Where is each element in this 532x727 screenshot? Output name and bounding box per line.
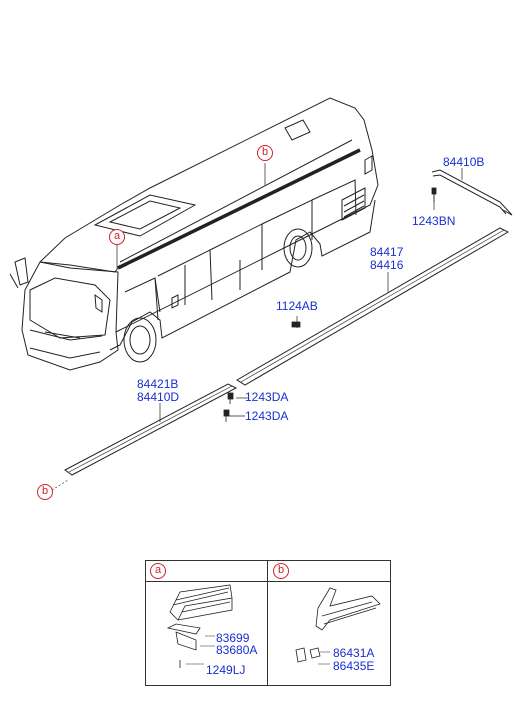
detail-a-drawing <box>166 584 233 668</box>
part-number-84421B: 84421B <box>137 377 179 391</box>
part-number-1243DA-upper: 1243DA <box>245 390 289 404</box>
detail-table-header <box>146 561 390 582</box>
callout-b-lower: b <box>37 484 53 500</box>
detail-table-divider <box>267 561 268 685</box>
part-number-83699: 83699 <box>216 631 250 645</box>
part-number-84410D: 84410D <box>137 390 180 404</box>
detail-b-drawing <box>295 587 381 665</box>
detail-callout-a: a <box>150 563 166 579</box>
molding-84416-84417 <box>236 227 510 386</box>
part-number-86431A: 86431A <box>333 646 375 660</box>
part-number-1124AB: 1124AB <box>276 299 318 313</box>
bolt-1243DA-lower <box>223 409 230 417</box>
part-number-1249LJ: 1249LJ <box>206 663 246 677</box>
molding-84421B-84410D <box>64 383 238 476</box>
part-number-83680A: 83680A <box>216 643 258 657</box>
clip-1124AB <box>291 321 301 328</box>
part-number-84416: 84416 <box>370 258 404 272</box>
part-number-84410B: 84410B <box>443 155 485 169</box>
detail-callout-b: b <box>273 563 289 579</box>
part-number-86435E: 86435E <box>333 659 375 673</box>
bolt-1243BN <box>431 187 437 195</box>
bus-illustration <box>9 97 379 371</box>
part-number-1243BN: 1243BN <box>412 214 456 228</box>
bolt-1243DA-upper <box>227 392 234 400</box>
molding-84410B <box>431 169 513 216</box>
callout-b-roof: b <box>257 145 273 161</box>
part-number-1243DA-lower: 1243DA <box>245 409 289 423</box>
callout-a-roof: a <box>109 229 125 245</box>
part-number-84417: 84417 <box>370 245 404 259</box>
detail-table: a b 83699 83680A 1249LJ 86431A 86435E <box>145 560 391 686</box>
